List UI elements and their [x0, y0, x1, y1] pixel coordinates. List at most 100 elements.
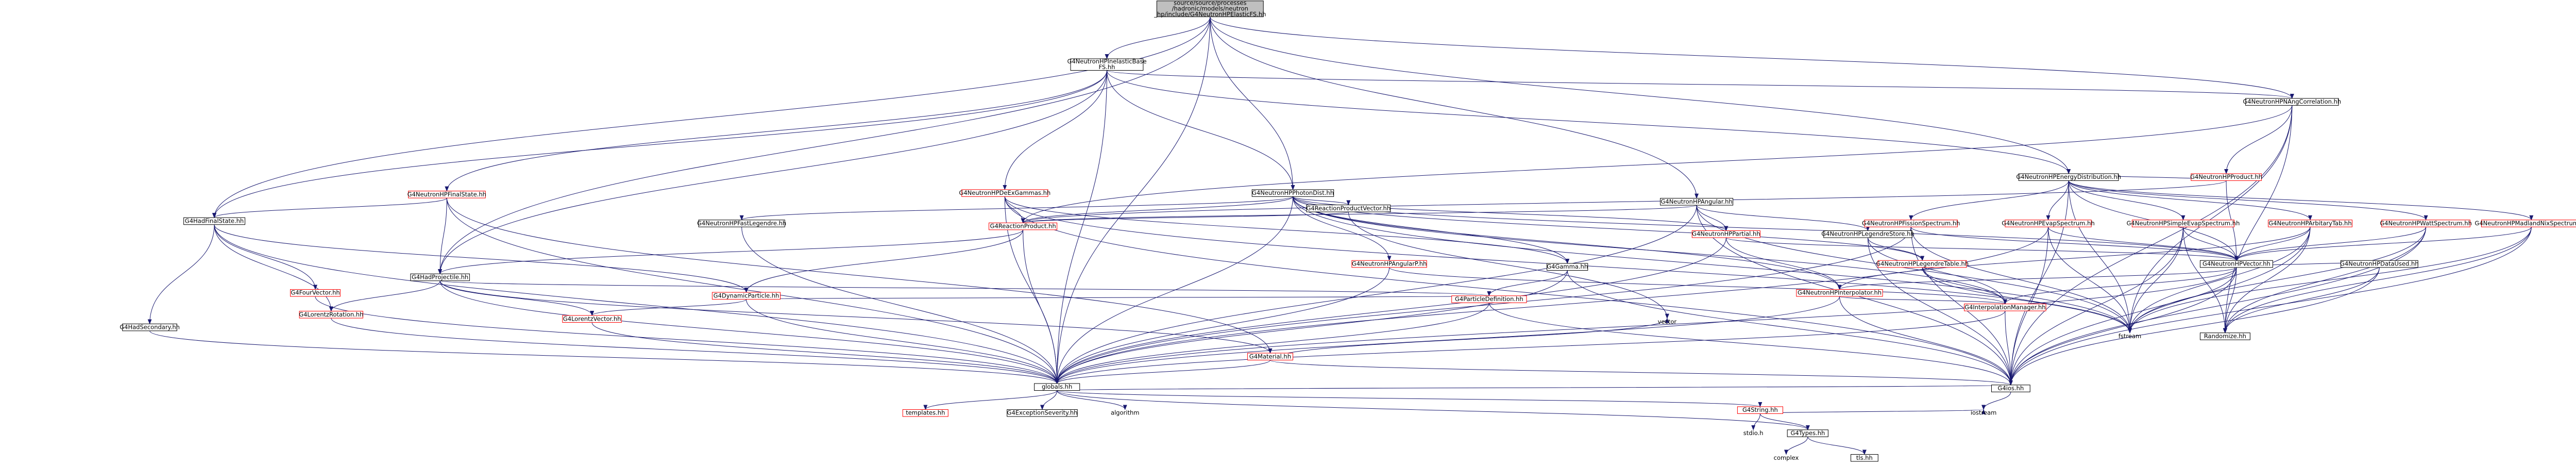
node-box	[2245, 98, 2339, 106]
node-simpleevap[interactable]: G4NeutronHPSimpleEvapSpectrum.hh	[2127, 220, 2240, 227]
edge-fissionspec-to-ios	[1910, 227, 2013, 386]
node-photondist[interactable]: G4NeutronHPPhotonDist.hh	[1251, 189, 1334, 197]
edge-material-to-vector	[1269, 318, 1669, 360]
edge-hpvector-to-ios	[2008, 267, 2237, 386]
node-legendretable[interactable]: G4NeutronHPLegendreTable.hh	[1876, 260, 1969, 268]
edge-lorentzvec-to-globals	[591, 322, 1059, 384]
edge-particledef-to-ios	[1488, 303, 2013, 386]
node-label: G4Gamma.hh	[1547, 263, 1588, 270]
edge-madland-to-ios	[2008, 227, 2532, 386]
node-box	[1823, 230, 1912, 238]
node-label: source/source/processes	[1174, 0, 1246, 7]
edge-lorentzrot-to-globals	[331, 318, 1059, 384]
node-hpfastlegendre[interactable]: G4NeutronHPFastLegendre.hh	[697, 220, 786, 227]
node-lorentzvec[interactable]: G4LorentzVector.hh	[562, 315, 622, 323]
edge-globals-to-algorithm	[1057, 390, 1127, 410]
node-box	[1547, 263, 1588, 271]
node-box	[711, 292, 781, 300]
node-fourvector[interactable]: G4FourVector.hh	[290, 289, 341, 297]
edge-hpvector-to-interpolator	[1837, 267, 2237, 290]
node-dynparticle[interactable]: G4DynamicParticle.hh	[711, 292, 781, 300]
node-box	[122, 323, 177, 331]
edge-hpfinalstate-to-material	[446, 198, 1273, 354]
node-projectile[interactable]: G4HadProjectile.hh	[410, 273, 470, 281]
node-hpdata[interactable]: G4NeutronHPDataUsed.hh	[2340, 260, 2419, 268]
node-hpproduct[interactable]: G4NeutronHPProduct.hh	[2190, 173, 2262, 181]
node-energydist[interactable]: G4NeutronHPEnergyDistribution.hh	[2016, 173, 2121, 181]
node-partial[interactable]: G4NeutronHPPartial.hh	[1691, 230, 1760, 238]
node-box	[989, 222, 1058, 230]
node-interpolator[interactable]: G4NeutronHPInterpolator.hh	[1796, 289, 1883, 297]
edge-hpfinalstate-to-projectile	[438, 198, 447, 275]
edge-finalstate-to-fourvector	[214, 224, 317, 290]
node-ios[interactable]: G4ios.hh	[1991, 385, 2030, 392]
node-string[interactable]: G4String.hh	[1737, 406, 1783, 414]
node-arbitrarytab[interactable]: G4NeutronHPArbitaryTab.hh	[2268, 220, 2353, 227]
node-deexgammas[interactable]: G4NeutronHPDeExGammas.hh	[959, 189, 1050, 197]
node-angular[interactable]: G4NeutronHPAngular.hh	[1660, 198, 1734, 206]
edge-reactionproduct-to-globals	[1023, 229, 1059, 384]
edge-gamma-to-particledef	[1487, 270, 1568, 296]
edge-legendretable-to-interpmanager	[1922, 267, 2007, 305]
edge-root-to-nangcorr	[1210, 16, 2294, 99]
node-globals[interactable]: globals.hh	[1034, 383, 1080, 391]
node-label: G4LorentzRotation.hh	[299, 311, 363, 318]
node-madland[interactable]: G4NeutronHPMadlandNixSpectrum.hh	[2475, 220, 2576, 227]
edge-arbitrarytab-to-ios	[2008, 227, 2311, 386]
node-box	[2200, 332, 2250, 340]
node-label: G4ExceptionSeverity.hh	[1007, 409, 1078, 417]
edge-fissionspec-to-globals	[1055, 227, 1911, 384]
edge-interpolator-to-ios	[1839, 296, 2013, 386]
edge-root-to-projectile	[438, 16, 1211, 275]
edge-types-to-tlshh	[1807, 437, 1867, 455]
edge-madland-to-hpvector	[2234, 227, 2532, 261]
edge-angular-to-legendrestore	[1696, 205, 1870, 231]
edge-angularpar-to-interpmanager	[1389, 267, 2007, 305]
node-particledef[interactable]: G4ParticleDefinition.hh	[1451, 295, 1527, 303]
edge-elasticbase-to-energydist	[1107, 70, 2071, 174]
node-box	[1351, 260, 1427, 268]
node-randomize[interactable]: Randomize.hh	[2200, 332, 2250, 340]
node-label: G4NeutronHPProduct.hh	[2190, 173, 2262, 180]
node-wattspec[interactable]: G4NeutronHPWattSpectrum.hh	[2380, 220, 2472, 227]
node-finalstate[interactable]: G4HadFinalState.hh	[183, 218, 246, 225]
edge-root-to-energydist	[1210, 16, 2071, 174]
node-label: stdio.h	[1743, 429, 1764, 437]
edge-gamma-to-globals	[1055, 270, 1568, 384]
node-label: Randomize.hh	[2204, 332, 2246, 340]
node-box	[1660, 198, 1734, 206]
edge-interpolator-to-globals	[1055, 296, 1840, 384]
edge-nangcorr-to-hpproduct	[2224, 105, 2293, 174]
edge-energydist-to-ios	[2008, 180, 2069, 386]
node-hpfinalstate[interactable]: G4NeutronHPFinalState.hh	[408, 191, 486, 198]
node-hpvector[interactable]: G4NeutronHPVector.hh	[2200, 260, 2273, 268]
node-gamma[interactable]: G4Gamma.hh	[1547, 263, 1588, 271]
edge-deexgammas-to-ios	[1004, 196, 2013, 386]
node-nangcorr[interactable]: G4NeutronHPNAngCorrelation.hh	[2243, 98, 2341, 106]
node-angularpar[interactable]: G4NeutronHPAngularP.hh	[1351, 260, 1427, 268]
node-reactionproduct[interactable]: G4ReactionProduct.hh	[989, 222, 1058, 230]
node-label: G4ios.hh	[1998, 385, 2024, 392]
node-box	[1034, 383, 1080, 391]
node-label: G4NeutronHPEnergyDistribution.hh	[2016, 173, 2121, 180]
node-label: G4NeutronHPAngular.hh	[1660, 198, 1732, 205]
node-templates[interactable]: templates.hh	[902, 409, 948, 417]
node-tlshh[interactable]: tls.hh	[1851, 454, 1878, 462]
node-lorentzrot[interactable]: G4LorentzRotation.hh	[299, 311, 363, 319]
node-legendrestore[interactable]: G4NeutronHPLegendreStore.hh	[1821, 230, 1914, 238]
edge-interpmanager-to-ios	[2005, 310, 2013, 386]
node-prodvector[interactable]: G4ReactionProductVector.hh	[1306, 205, 1391, 212]
edge-fourvector-to-globals	[315, 296, 1059, 384]
node-fissionspec[interactable]: G4NeutronHPFissionSpectrum.hh	[1862, 220, 1960, 227]
node-evapspec[interactable]: G4NeutronHPEvapSpectrum.hh	[2002, 220, 2095, 227]
node-box	[2381, 220, 2470, 227]
node-box	[562, 315, 622, 323]
node-types[interactable]: G4Types.hh	[1787, 429, 1828, 437]
node-root[interactable]: source/source/processes/hadronic/models/…	[1154, 0, 1266, 18]
node-material[interactable]: G4Material.hh	[1247, 353, 1293, 360]
node-interpmanager[interactable]: G4InterpolationManager.hh	[1964, 304, 2046, 311]
node-exception[interactable]: G4ExceptionSeverity.hh	[1007, 409, 1078, 417]
node-box	[1007, 409, 1078, 417]
node-hadsecondary[interactable]: G4HadSecondary.hh	[120, 324, 180, 331]
